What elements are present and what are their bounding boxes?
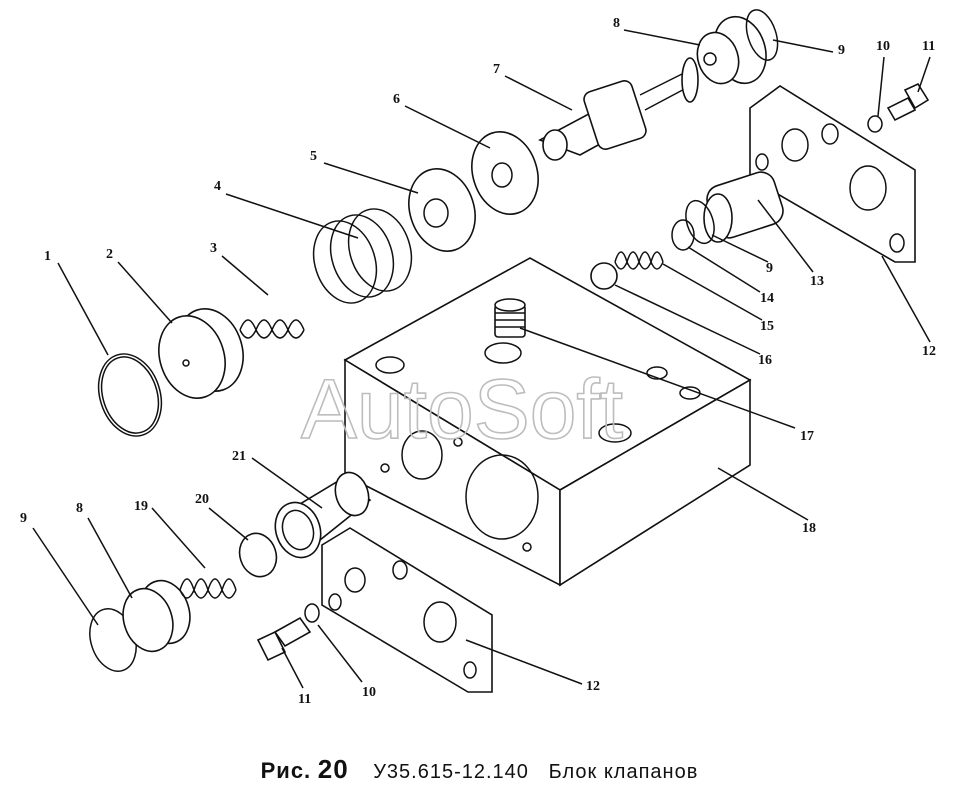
o-ring-9-mid bbox=[685, 199, 715, 245]
washer-6 bbox=[471, 131, 539, 215]
o-ring-1 bbox=[97, 353, 163, 437]
figure-code: У35.615-12.140 bbox=[373, 761, 529, 783]
spring-15 bbox=[614, 251, 664, 270]
figure-prefix: Рис. bbox=[260, 758, 312, 783]
piston-2 bbox=[158, 308, 244, 399]
callout-16: 16 bbox=[758, 353, 772, 368]
ball-16 bbox=[590, 262, 618, 290]
washer-10-top bbox=[867, 115, 883, 133]
callout-10-top: 10 bbox=[876, 39, 890, 54]
flange-plate-12-bottom bbox=[321, 527, 493, 693]
callout-11-top: 11 bbox=[922, 39, 935, 54]
spring-4 bbox=[312, 208, 413, 304]
callout-17: 17 bbox=[800, 429, 814, 444]
callout-12-bottom: 12 bbox=[586, 679, 600, 694]
valve-plug-17 bbox=[494, 298, 526, 338]
valve-stem-7 bbox=[538, 57, 699, 161]
bolt-11-bottom bbox=[256, 616, 312, 662]
tube-21 bbox=[274, 471, 372, 559]
callout-20: 20 bbox=[195, 492, 209, 507]
valve-cap-8-bottom bbox=[122, 579, 191, 653]
callout-8-bottom: 8 bbox=[76, 501, 83, 516]
washer-5 bbox=[408, 168, 476, 252]
callout-14: 14 bbox=[760, 291, 774, 306]
watermark: AutoSoft bbox=[301, 362, 623, 456]
figure-caption: Рис. 20 У35.615-12.140 Блок клапанов bbox=[0, 754, 959, 785]
valve-block-body bbox=[343, 257, 752, 587]
callout-1: 1 bbox=[44, 249, 51, 264]
callout-3: 3 bbox=[210, 241, 217, 256]
callout-7: 7 bbox=[493, 62, 500, 77]
callout-8-top: 8 bbox=[613, 16, 620, 31]
spring-3 bbox=[239, 319, 305, 339]
callout-12-right: 12 bbox=[922, 344, 936, 359]
sleeve-13 bbox=[703, 171, 784, 243]
ring-14 bbox=[671, 219, 695, 251]
washer-10-bottom bbox=[304, 603, 320, 623]
callout-2: 2 bbox=[106, 247, 113, 262]
valve-cap-8-top bbox=[696, 15, 767, 85]
callout-19: 19 bbox=[134, 499, 148, 514]
spring-19 bbox=[179, 578, 237, 599]
callout-10-bottom: 10 bbox=[362, 685, 376, 700]
callout-18: 18 bbox=[802, 521, 816, 536]
callout-9-top: 9 bbox=[838, 43, 845, 58]
callout-9-mid: 9 bbox=[766, 261, 773, 276]
callout-13: 13 bbox=[810, 274, 824, 289]
callout-6: 6 bbox=[393, 92, 400, 107]
figure-number: 20 bbox=[317, 754, 349, 784]
callout-9-bottom: 9 bbox=[20, 511, 27, 526]
leader-lines bbox=[32, 29, 931, 689]
figure-title: Блок клапанов bbox=[548, 761, 699, 783]
callout-5: 5 bbox=[310, 149, 317, 164]
disc-20 bbox=[238, 532, 278, 578]
callout-11-bottom: 11 bbox=[298, 692, 311, 707]
o-ring-9-top bbox=[745, 9, 779, 61]
callout-15: 15 bbox=[760, 319, 774, 334]
bolt-11-top bbox=[886, 82, 930, 122]
callout-4: 4 bbox=[214, 179, 221, 194]
part-number-callouts: 1 2 3 4 5 6 7 8 9 10 11 12 13 9 14 15 16… bbox=[20, 16, 936, 707]
callout-21: 21 bbox=[232, 449, 246, 464]
